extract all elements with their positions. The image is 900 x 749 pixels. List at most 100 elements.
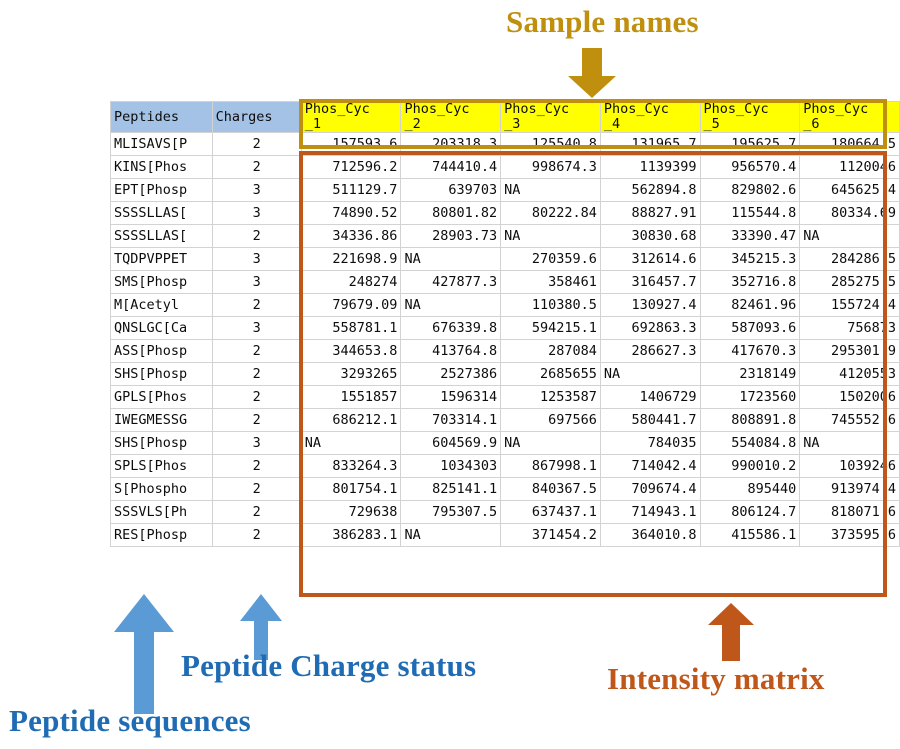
cell-intensity[interactable]: 413764.8 — [400, 339, 502, 363]
cell-charge[interactable]: 2 — [211, 362, 302, 386]
cell-peptide[interactable]: S[Phospho — [110, 477, 213, 501]
cell-peptide[interactable]: SMS[Phosp — [110, 270, 213, 294]
cell-peptide[interactable]: IWEGMESSG — [110, 408, 213, 432]
column-header-sample-4[interactable]: Phos_Cyc _4 — [599, 101, 701, 133]
cell-intensity[interactable]: NA — [799, 224, 900, 248]
cell-peptide[interactable]: RES[Phosp — [110, 523, 213, 547]
cell-charge[interactable]: 2 — [211, 523, 302, 547]
cell-intensity[interactable]: 840367.5 — [500, 477, 601, 501]
cell-intensity[interactable]: 1034303 — [400, 454, 502, 478]
cell-intensity[interactable]: 1502006 — [799, 385, 900, 409]
cell-intensity[interactable]: 729638 — [300, 500, 402, 524]
cell-intensity[interactable]: 80801.82 — [400, 201, 502, 225]
cell-intensity[interactable]: 1596314 — [400, 385, 502, 409]
cell-intensity[interactable]: 88827.91 — [599, 201, 701, 225]
cell-intensity[interactable]: 358461 — [500, 270, 601, 294]
cell-intensity[interactable]: 295301.9 — [799, 339, 900, 363]
cell-intensity[interactable]: 806124.7 — [699, 500, 801, 524]
cell-intensity[interactable]: 203318.3 — [400, 132, 502, 156]
cell-intensity[interactable]: NA — [300, 431, 402, 455]
cell-intensity[interactable]: NA — [799, 431, 900, 455]
cell-charge[interactable]: 2 — [211, 155, 302, 179]
cell-charge[interactable]: 2 — [211, 500, 302, 524]
cell-intensity[interactable]: 703314.1 — [400, 408, 502, 432]
column-header-sample-5[interactable]: Phos_Cyc _5 — [699, 101, 801, 133]
cell-charge[interactable]: 2 — [211, 339, 302, 363]
cell-intensity[interactable]: NA — [500, 431, 601, 455]
cell-intensity[interactable]: 697566 — [500, 408, 601, 432]
cell-intensity[interactable]: 74890.52 — [300, 201, 402, 225]
cell-charge[interactable]: 2 — [211, 408, 302, 432]
cell-peptide[interactable]: SHS[Phosp — [110, 362, 213, 386]
cell-intensity[interactable]: 80222.84 — [500, 201, 601, 225]
cell-peptide[interactable]: QNSLGC[Ca — [110, 316, 213, 340]
cell-peptide[interactable]: SHS[Phosp — [110, 431, 213, 455]
column-header-peptides[interactable]: Peptides — [110, 101, 213, 133]
cell-charge[interactable]: 2 — [211, 385, 302, 409]
cell-peptide[interactable]: MLISAVS[P — [110, 132, 213, 156]
cell-intensity[interactable]: NA — [500, 224, 601, 248]
cell-intensity[interactable]: 795307.5 — [400, 500, 502, 524]
peptide-intensity-table[interactable]: Peptides Charges Phos_Cyc _1 Phos_Cyc _2… — [110, 101, 900, 547]
cell-peptide[interactable]: TQDPVPPET — [110, 247, 213, 271]
cell-intensity[interactable]: NA — [500, 178, 601, 202]
cell-intensity[interactable]: 990010.2 — [699, 454, 801, 478]
cell-intensity[interactable]: 287084 — [500, 339, 601, 363]
cell-intensity[interactable]: 312614.6 — [599, 247, 701, 271]
cell-intensity[interactable]: 4120553 — [799, 362, 900, 386]
cell-intensity[interactable]: 155724.4 — [799, 293, 900, 317]
cell-intensity[interactable]: 110380.5 — [500, 293, 601, 317]
cell-intensity[interactable]: 34336.86 — [300, 224, 402, 248]
cell-intensity[interactable]: 867998.1 — [500, 454, 601, 478]
cell-intensity[interactable]: 692863.3 — [599, 316, 701, 340]
cell-intensity[interactable]: 417670.3 — [699, 339, 801, 363]
cell-intensity[interactable]: 371454.2 — [500, 523, 601, 547]
cell-charge[interactable]: 3 — [211, 316, 302, 340]
cell-intensity[interactable]: 30830.68 — [599, 224, 701, 248]
cell-intensity[interactable]: 195625.7 — [699, 132, 801, 156]
cell-peptide[interactable]: SSSSLLAS[ — [110, 224, 213, 248]
cell-charge[interactable]: 2 — [211, 132, 302, 156]
cell-intensity[interactable]: 180664.5 — [799, 132, 900, 156]
cell-intensity[interactable]: 2527386 — [400, 362, 502, 386]
cell-charge[interactable]: 3 — [211, 270, 302, 294]
cell-intensity[interactable]: 352716.8 — [699, 270, 801, 294]
cell-intensity[interactable]: 2318149 — [699, 362, 801, 386]
cell-intensity[interactable]: 2685655 — [500, 362, 601, 386]
cell-intensity[interactable]: 427877.3 — [400, 270, 502, 294]
cell-charge[interactable]: 3 — [211, 178, 302, 202]
column-header-sample-6[interactable]: Phos_Cyc _6 — [799, 101, 900, 133]
cell-intensity[interactable]: 79679.09 — [300, 293, 402, 317]
cell-intensity[interactable]: NA — [400, 293, 502, 317]
cell-intensity[interactable]: 639703 — [400, 178, 502, 202]
cell-intensity[interactable]: 221698.9 — [300, 247, 402, 271]
cell-intensity[interactable]: 270359.6 — [500, 247, 601, 271]
cell-charge[interactable]: 2 — [211, 454, 302, 478]
cell-intensity[interactable]: 248274 — [300, 270, 402, 294]
cell-intensity[interactable]: 285275.5 — [799, 270, 900, 294]
cell-intensity[interactable]: 125540.8 — [500, 132, 601, 156]
cell-peptide[interactable]: ASS[Phosp — [110, 339, 213, 363]
cell-intensity[interactable]: 1406729 — [599, 385, 701, 409]
cell-intensity[interactable]: 286627.3 — [599, 339, 701, 363]
cell-intensity[interactable]: 686212.1 — [300, 408, 402, 432]
cell-intensity[interactable]: NA — [400, 523, 502, 547]
cell-intensity[interactable]: 913974.4 — [799, 477, 900, 501]
cell-peptide[interactable]: SSSSLLAS[ — [110, 201, 213, 225]
cell-charge[interactable]: 2 — [211, 224, 302, 248]
cell-intensity[interactable]: 1723560 — [699, 385, 801, 409]
cell-charge[interactable]: 2 — [211, 477, 302, 501]
cell-intensity[interactable]: 554084.8 — [699, 431, 801, 455]
cell-intensity[interactable]: 558781.1 — [300, 316, 402, 340]
cell-intensity[interactable]: 594215.1 — [500, 316, 601, 340]
cell-intensity[interactable]: 895440 — [699, 477, 801, 501]
cell-peptide[interactable]: GPLS[Phos — [110, 385, 213, 409]
cell-intensity[interactable]: 157593.6 — [300, 132, 402, 156]
cell-intensity[interactable]: 784035 — [599, 431, 701, 455]
cell-intensity[interactable]: 818071.6 — [799, 500, 900, 524]
cell-peptide[interactable]: SSSVLS[Ph — [110, 500, 213, 524]
cell-intensity[interactable]: 676339.8 — [400, 316, 502, 340]
cell-intensity[interactable]: 604569.9 — [400, 431, 502, 455]
cell-intensity[interactable]: 714943.1 — [599, 500, 701, 524]
cell-charge[interactable]: 3 — [211, 201, 302, 225]
